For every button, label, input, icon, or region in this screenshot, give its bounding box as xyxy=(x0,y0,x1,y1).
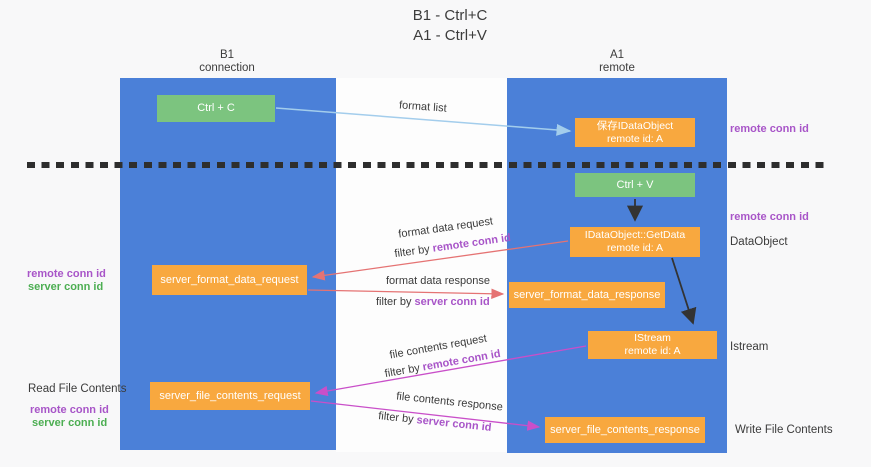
right-label-write-file-contents: Write File Contents xyxy=(735,424,833,436)
node-idataobject-getdata-line2: remote id: A xyxy=(606,242,664,254)
lane-b1-subtitle: connection xyxy=(199,62,255,74)
left-label-remote-conn-id-1: remote conn id xyxy=(27,268,106,280)
node-server-file-contents-request: server_file_contents_request xyxy=(150,382,310,410)
lane-a1-subtitle: remote xyxy=(599,62,635,74)
node-istream-line1: IStream xyxy=(634,332,671,344)
right-label-remote-conn-id-1: remote conn id xyxy=(730,123,809,135)
filter-server-conn-id-text: server conn id xyxy=(414,296,490,308)
right-label-istream: Istream xyxy=(730,341,769,353)
node-server-format-data-response: server_format_data_response xyxy=(509,282,665,308)
lane-b1-name: B1 xyxy=(219,49,235,61)
left-label-remote-conn-id-2: remote conn id xyxy=(30,404,109,416)
node-server-format-data-response-label: server_format_data_response xyxy=(513,288,661,301)
diagram-title: B1 - Ctrl+C A1 - Ctrl+V xyxy=(330,6,570,46)
lane-b1-header: B1 connection xyxy=(160,49,294,75)
title-line-2: A1 - Ctrl+V xyxy=(413,27,487,44)
left-label-server-conn-id-2: server conn id xyxy=(32,417,108,429)
lane-a1-header: A1 remote xyxy=(550,49,684,75)
session-divider-dashed-line xyxy=(27,162,830,168)
node-save-idataobject-line2: remote id: A xyxy=(606,132,664,145)
node-ctrl-c: Ctrl + C xyxy=(157,95,275,122)
title-line-1: B1 - Ctrl+C xyxy=(412,7,488,24)
node-save-idataobject-line1: 保存IDataObject xyxy=(596,119,674,132)
node-server-file-contents-request-label: server_file_contents_request xyxy=(159,389,301,402)
node-server-file-contents-response-label: server_file_contents_response xyxy=(550,423,700,436)
node-ctrl-c-label: Ctrl + C xyxy=(197,102,235,114)
node-ctrl-v: Ctrl + V xyxy=(575,173,695,197)
node-istream: IStream remote id: A xyxy=(588,331,717,359)
node-server-format-data-request: server_format_data_request xyxy=(152,265,307,295)
right-label-dataobject: DataObject xyxy=(730,236,788,248)
node-idataobject-getdata-line1: IDataObject::GetData xyxy=(584,229,686,241)
left-label-server-conn-id-1: server conn id xyxy=(28,281,104,293)
filter-by-text: filter by xyxy=(376,296,412,308)
edge-label-format-data-response: format data response xyxy=(386,275,490,287)
right-label-remote-conn-id-2: remote conn id xyxy=(730,211,809,223)
node-idataobject-getdata: IDataObject::GetData remote id: A xyxy=(570,227,700,257)
lane-a1-name: A1 xyxy=(609,49,625,61)
node-server-file-contents-response: server_file_contents_response xyxy=(545,417,705,443)
left-label-read-file-contents: Read File Contents xyxy=(28,383,127,395)
node-server-format-data-request-label: server_format_data_request xyxy=(160,273,299,286)
node-istream-line2: remote id: A xyxy=(624,345,681,357)
node-ctrl-v-label: Ctrl + V xyxy=(616,178,654,191)
node-save-idataobject: 保存IDataObject remote id: A xyxy=(575,118,695,147)
